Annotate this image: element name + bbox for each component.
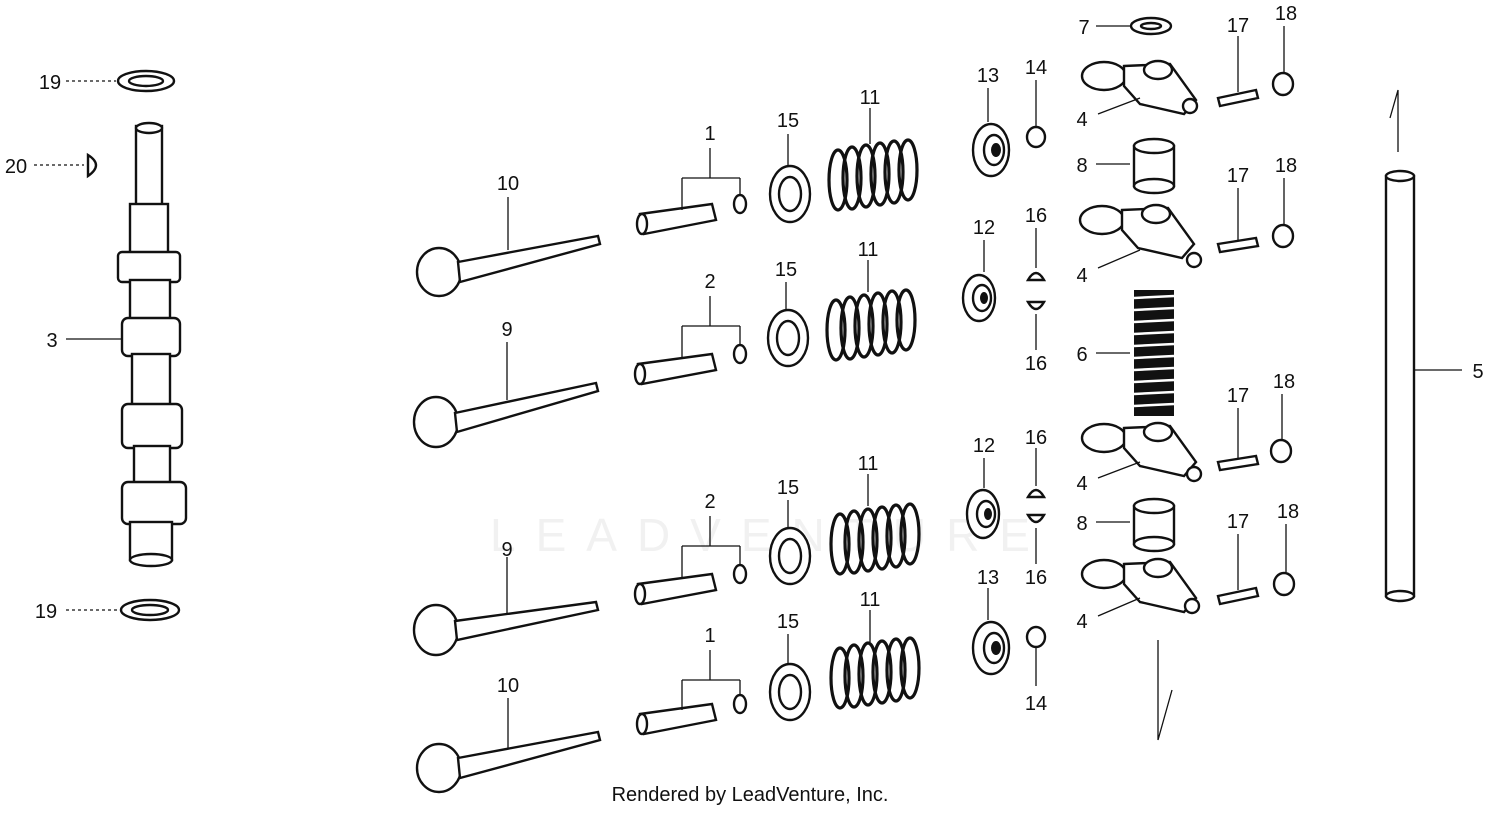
callout-14-top: 14 — [1025, 57, 1047, 79]
spring-seat-15-b[interactable] — [766, 308, 810, 368]
callout-15-b: 15 — [775, 259, 797, 281]
callout-10-top: 10 — [497, 173, 519, 195]
valve-guide-1-top[interactable] — [635, 193, 748, 236]
valve-spring-11-b[interactable] — [825, 288, 917, 362]
callout-11-c: 11 — [858, 453, 879, 475]
key-20[interactable] — [86, 152, 98, 179]
washer-7[interactable] — [1129, 16, 1173, 36]
retainer-12-upper[interactable] — [961, 273, 997, 323]
callout-4-c: 4 — [1076, 473, 1087, 495]
callout-17-a: 17 — [1227, 15, 1249, 37]
callout-13-bottom: 13 — [977, 567, 999, 589]
callout-18-a: 18 — [1275, 3, 1297, 25]
callout-11-a: 11 — [860, 87, 881, 109]
callout-9-upper: 9 — [501, 319, 512, 341]
camshaft[interactable] — [116, 121, 188, 568]
callout-8-upper: 8 — [1076, 155, 1087, 177]
rocker-arm-4-a[interactable] — [1080, 59, 1199, 116]
callout-9-lower: 9 — [501, 539, 512, 561]
cap-14-top[interactable] — [1025, 125, 1047, 149]
nut-18-b[interactable] — [1271, 223, 1295, 249]
callout-11-d: 11 — [860, 589, 881, 611]
callout-16-a: 16 — [1025, 205, 1047, 227]
pin-17-a[interactable] — [1216, 88, 1260, 108]
callout-1-top: 1 — [704, 123, 715, 145]
callout-16-c: 16 — [1025, 427, 1047, 449]
washer-19-top[interactable] — [116, 69, 176, 93]
washer-19-bottom[interactable] — [119, 598, 181, 622]
spring-seat-15-a[interactable] — [768, 164, 812, 224]
callout-8-lower: 8 — [1076, 513, 1087, 535]
retainer-12-lower[interactable] — [965, 488, 1001, 540]
retainer-13-top[interactable] — [971, 122, 1011, 178]
callout-4-d: 4 — [1076, 611, 1087, 633]
callout-15-a: 15 — [777, 110, 799, 132]
rocker-arm-4-c[interactable] — [1080, 421, 1203, 483]
callout-13-top: 13 — [977, 65, 999, 87]
callout-16-b: 16 — [1025, 353, 1047, 375]
valve-9-lower[interactable] — [412, 600, 600, 657]
valve-guide-1-bottom[interactable] — [635, 693, 748, 736]
valve-spring-11-c[interactable] — [829, 502, 921, 576]
callout-19-bottom: 19 — [35, 601, 57, 623]
pin-17-d[interactable] — [1216, 586, 1260, 606]
valve-9-upper[interactable] — [412, 381, 600, 449]
callout-4-b: 4 — [1076, 265, 1087, 287]
callout-10-bottom: 10 — [497, 675, 519, 697]
spring-seat-15-c[interactable] — [768, 526, 812, 586]
valve-spring-11-a[interactable] — [827, 138, 919, 212]
callout-12-lower: 12 — [973, 435, 995, 457]
callout-15-d: 15 — [777, 611, 799, 633]
callout-12-upper: 12 — [973, 217, 995, 239]
nut-18-c[interactable] — [1269, 438, 1293, 464]
callout-15-c: 15 — [777, 477, 799, 499]
callout-6: 6 — [1076, 344, 1087, 366]
footer-credit: Rendered by LeadVenture, Inc. — [611, 784, 889, 806]
cotter-16-b[interactable] — [1025, 300, 1047, 311]
rocker-arm-4-b[interactable] — [1078, 203, 1203, 269]
valve-10-top[interactable] — [415, 234, 602, 298]
collar-8-upper[interactable] — [1132, 137, 1176, 195]
callout-2-upper: 2 — [704, 271, 715, 293]
nut-18-a[interactable] — [1271, 71, 1295, 97]
cotter-16-d[interactable] — [1025, 513, 1047, 524]
valve-guide-2-lower[interactable] — [633, 563, 748, 606]
callout-2-lower: 2 — [704, 491, 715, 513]
callout-7: 7 — [1078, 17, 1089, 39]
callout-16-d: 16 — [1025, 567, 1047, 589]
callout-17-c: 17 — [1227, 385, 1249, 407]
pin-17-b[interactable] — [1216, 236, 1260, 254]
callout-1-bottom: 1 — [704, 625, 715, 647]
callout-18-c: 18 — [1273, 371, 1295, 393]
valve-10-bottom[interactable] — [415, 730, 602, 794]
rocker-shaft-5[interactable] — [1384, 169, 1416, 603]
nut-18-d[interactable] — [1272, 571, 1296, 597]
callout-20: 20 — [5, 156, 27, 178]
callout-3: 3 — [46, 330, 57, 352]
callout-14-bottom: 14 — [1025, 693, 1047, 715]
callout-17-b: 17 — [1227, 165, 1249, 187]
retainer-13-bottom[interactable] — [971, 620, 1011, 676]
callout-11-b: 11 — [858, 239, 879, 261]
rocker-spring-6[interactable] — [1133, 290, 1175, 416]
callout-19-top: 19 — [39, 72, 61, 94]
valve-guide-2-upper[interactable] — [633, 343, 748, 386]
cap-14-bottom[interactable] — [1025, 625, 1047, 649]
spring-seat-15-d[interactable] — [768, 662, 812, 722]
rocker-arm-4-d[interactable] — [1080, 557, 1201, 615]
callout-5: 5 — [1472, 361, 1483, 383]
cotter-16-c[interactable] — [1025, 488, 1047, 499]
assembly-arrow-down — [1157, 640, 1173, 741]
callout-18-b: 18 — [1275, 155, 1297, 177]
callout-17-d: 17 — [1227, 511, 1249, 533]
valve-spring-11-d[interactable] — [829, 636, 921, 710]
cotter-16-a[interactable] — [1025, 271, 1047, 282]
watermark: LEADVENTURE — [490, 509, 1050, 561]
assembly-arrow-up — [1389, 89, 1399, 152]
callout-4-a: 4 — [1076, 109, 1087, 131]
collar-8-lower[interactable] — [1132, 497, 1176, 553]
pin-17-c[interactable] — [1216, 454, 1260, 472]
callout-18-d: 18 — [1277, 501, 1299, 523]
